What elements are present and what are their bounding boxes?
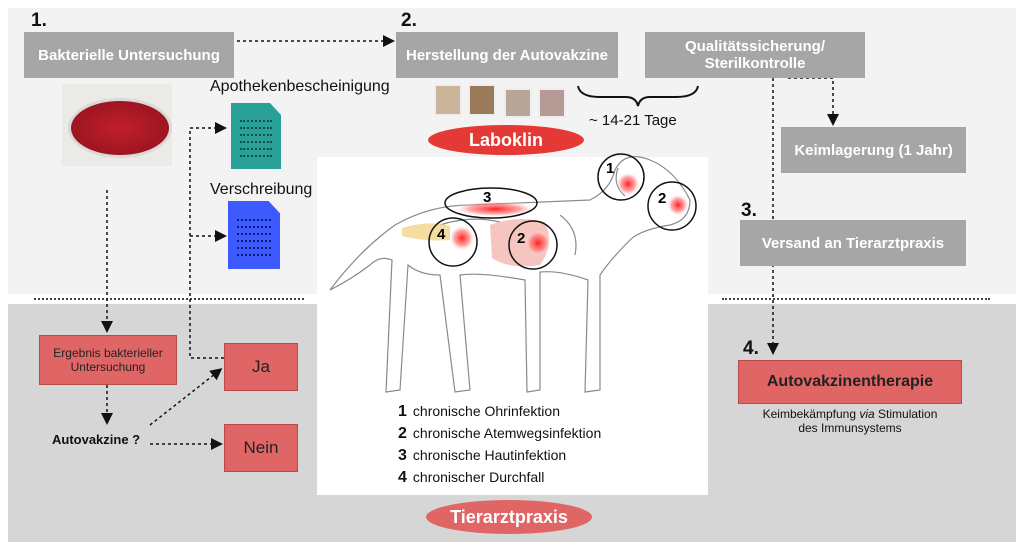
marker-2-lung: 2 [517,230,526,247]
step-4-number: 4. [743,338,759,359]
ja-box: Ja [224,343,298,391]
vial-icon [504,88,532,118]
nose-marker-circle [647,181,697,231]
ergebnis-box: Ergebnis bakterieller Untersuchung [39,335,177,385]
marker-4: 4 [437,226,446,243]
gut-marker-circle [428,217,478,267]
step-1-number: 1. [31,10,47,31]
skin-marker-ellipse [444,187,538,219]
vials-image [432,82,567,118]
brace-icon [577,85,699,107]
divider-right [722,298,990,300]
marker-2-nose: 2 [658,190,667,207]
versand-box: Versand an Tierarztpraxis [740,220,966,266]
autovakzinentherapie-box: Autovakzinentherapie [738,360,962,404]
step-2-number: 2. [401,10,417,31]
autovakzine-question: Autovakzine ? [52,432,141,447]
vial-icon [538,88,566,118]
arrow-to-ja [149,368,223,426]
lung-marker-circle [508,220,558,270]
verschreibung-document-icon [228,201,280,269]
step-3-number: 3. [741,200,757,221]
marker-3: 3 [483,189,492,206]
agar-plate-icon [68,98,172,158]
verschreibung-label: Verschreibung [210,181,313,198]
intestine-area [402,223,450,241]
qualitaet-line2: Sterilkontrolle [704,55,806,72]
vial-icon [468,84,496,116]
petri-dish-image [62,84,172,166]
keimlagerung-box: Keimlagerung (1 Jahr) [781,127,966,173]
vial-icon [434,84,462,116]
qualitaetssicherung-box: Qualitätssicherung/ Sterilkontrolle [645,32,865,78]
arrow-to-keimlagerung [788,77,839,126]
divider-left [34,298,304,300]
nein-box: Nein [224,424,298,472]
herstellung-box: Herstellung der Autovakzine [396,32,618,78]
laboklin-badge: Laboklin [428,125,584,155]
therapie-description: Keimbekämpfung via Stimulation des Immun… [762,407,938,435]
tierarztpraxis-badge: Tierarztpraxis [426,500,592,534]
qualitaet-line1: Qualitätssicherung/ [684,38,826,55]
bakterielle-untersuchung-box: Bakterielle Untersuchung [24,32,234,78]
ear-marker-circle [597,153,645,201]
dauer-label: ~ 14-21 Tage [589,112,677,129]
marker-1: 1 [606,160,615,177]
apotheke-label: Apothekenbescheinigung [210,78,390,95]
apotheke-document-icon [231,103,281,169]
